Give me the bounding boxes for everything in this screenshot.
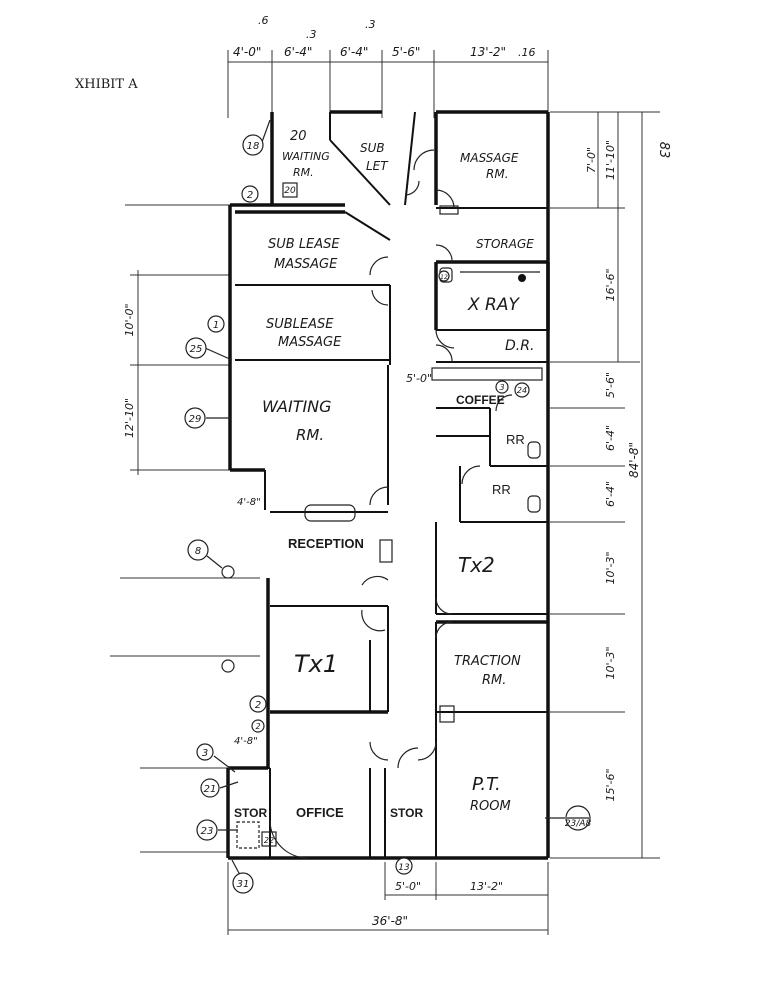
top-dim-3: 6'-4" (340, 45, 368, 59)
traction-rm: RM. (482, 673, 506, 688)
top-dimension-string: 4'-0" 6'-4" 6'-4" 5'-6" 13'-2" .6 .3 .3 … (227, 14, 549, 118)
callout-23-a8: 23/A8 (565, 819, 592, 829)
pt-room-label: P.T. (472, 774, 501, 795)
office-label: OFFICE (296, 805, 344, 820)
waiting-top-rm: RM. (293, 166, 314, 179)
dr-label: D.R. (505, 338, 534, 354)
fixtures (221, 182, 543, 849)
left-dimension-string: 10'-0" 12'-10" 4'-8" 4'-8" (110, 204, 261, 853)
waiting-room-label: WAITING (262, 397, 332, 416)
waiting-room-rm: RM. (296, 426, 324, 444)
callout-21: 21 (204, 784, 217, 795)
callout-13: 13 (398, 863, 410, 873)
callout-20: 20 (284, 186, 296, 196)
bottom-dim-1: 5'-0" (395, 880, 421, 893)
waiting-top-label: WAITING (282, 150, 330, 163)
tx1-label: Tx1 (294, 650, 338, 678)
callout-2-top: 2 (247, 190, 253, 201)
callout-8: 8 (195, 546, 201, 557)
reception-label: RECEPTION (288, 536, 364, 551)
sublet-label-1: SUB (360, 141, 385, 155)
callout-2-bottom: 2 (255, 700, 261, 711)
top-dim-2: 6'-4" (284, 45, 312, 59)
top-dim-4: 5'-6" (392, 45, 420, 59)
callout-25: 25 (190, 344, 203, 355)
sublease-1-label: SUB LEASE (268, 237, 340, 252)
left-dim-1: 10'-0" (123, 303, 136, 336)
callout-23: 23 (201, 826, 214, 837)
bottom-dim-overall: 36'-8" (372, 914, 408, 928)
top-dim-1: 4'-0" (233, 45, 261, 59)
storage-label: STORAGE (476, 237, 534, 251)
callout-29: 29 (189, 414, 202, 425)
interior-walls (228, 111, 550, 858)
right-dim-6: 6'-4" (604, 481, 617, 507)
rr-2-label: RR (492, 482, 511, 497)
callout-12: 12 (440, 274, 448, 281)
callout-18: 18 (247, 141, 260, 152)
callout-1: 1 (213, 320, 219, 331)
stor-mid-label: STOR (390, 806, 423, 820)
sublease-2-massage: MASSAGE (278, 335, 342, 350)
right-dim-1: 7'-0" (585, 147, 598, 173)
top-note-2: .3 (306, 28, 317, 41)
callouts: 18 2 20 1 25 29 8 2 3 21 23 31 22 13 23 (184, 119, 592, 894)
callout-3-coffee: 3 (499, 383, 504, 392)
sublease-2-label: SUBLEASE (266, 317, 334, 332)
right-dim-8: 10'-3" (604, 646, 617, 679)
rr-1-label: RR (506, 432, 525, 447)
callout-31: 31 (237, 879, 250, 890)
top-dim-5: 13'-2" (470, 45, 506, 59)
right-dim-9: 15'-6" (604, 768, 617, 801)
exterior-walls (226, 110, 550, 860)
xray-label: X RAY (467, 295, 520, 315)
right-dim-5: 6'-4" (604, 425, 617, 451)
right-overall-1: 83 (656, 142, 671, 159)
massage-room-label: MASSAGE (460, 151, 519, 165)
right-overall-2: 84'-8" (627, 442, 641, 478)
waiting-top-number: 20 (290, 129, 307, 144)
massage-room-rm: RM. (486, 167, 509, 181)
right-dim-4: 5'-6" (604, 372, 617, 398)
door-swings (269, 149, 513, 859)
room-labels: 20 WAITING RM. SUB LET MASSAGE RM. SUB L… (234, 129, 534, 820)
top-note-4: .16 (518, 46, 536, 59)
left-small-dim-2: 4'-8" (234, 736, 258, 747)
callout-22: 22 (264, 836, 274, 845)
callout-24: 24 (517, 386, 527, 395)
sublet-label-2: LET (366, 159, 389, 173)
callout-2-small: 2 (255, 722, 260, 731)
tx2-label: Tx2 (458, 553, 495, 577)
left-small-dim-1: 4'-8" (237, 497, 261, 508)
sublease-1-massage: MASSAGE (274, 257, 338, 272)
callout-3-left: 3 (202, 748, 208, 759)
exhibit-title: XHIBIT A (75, 77, 138, 92)
bottom-dim-2: 13'-2" (470, 880, 503, 893)
coffee-label: COFFEE (456, 393, 505, 407)
right-dim-7: 10'-3" (604, 551, 617, 584)
traction-label: TRACTION (454, 654, 521, 669)
right-dim-3: 16'-6" (604, 268, 617, 301)
bottom-dimension-string: 5'-0" 13'-2" 36'-8" (227, 862, 549, 935)
pt-room-room: ROOM (470, 799, 511, 814)
right-dimension-string: 7'-0" 11'-10" 16'-6" 5'-6" 6'-4" 6'-4" 1… (550, 111, 671, 859)
top-note-1: .6 (258, 14, 269, 27)
corridor-dim: 5'-0" (406, 372, 432, 385)
right-dim-2: 11'-10" (604, 140, 617, 180)
top-note-3: .3 (365, 18, 376, 31)
left-dim-2: 12'-10" (123, 398, 136, 438)
stor-left-label: STOR (234, 806, 267, 820)
